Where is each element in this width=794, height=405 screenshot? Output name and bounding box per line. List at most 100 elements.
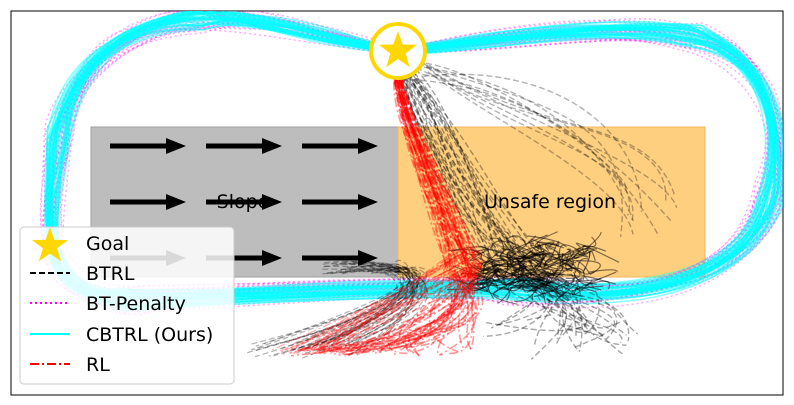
btrl-trajectory [469, 249, 489, 262]
btrl-trajectory [496, 288, 513, 304]
btpenalty-trajectory [51, 17, 779, 313]
btrl-trajectory [292, 268, 409, 351]
btrl-trajectory [545, 243, 564, 252]
btrl-trajectory [422, 61, 667, 201]
rl-trajectory [306, 251, 481, 352]
btpenalty-trajectory [49, 20, 781, 293]
btrl-trajectory [533, 278, 575, 298]
btpenalty-trajectory [43, 27, 773, 301]
btpenalty-trajectory [46, 13, 783, 305]
btrl-trajectory [400, 61, 627, 336]
cbtrl-trajectory [50, 17, 777, 308]
btrl-trajectory [529, 271, 560, 276]
btrl-trajectory [303, 266, 423, 355]
btrl-trajectory [525, 275, 554, 284]
slope-arrowhead [262, 250, 282, 266]
btrl-trajectory [255, 269, 411, 352]
cbtrl-trajectory [52, 16, 777, 307]
btrl-trajectory [547, 275, 596, 293]
legend-btpenalty-label: BT-Penalty [86, 293, 186, 315]
btrl-trajectory [401, 59, 615, 348]
btrl-trajectory [316, 267, 416, 346]
btpenalty-trajectory [44, 11, 782, 316]
slope-arrowhead [262, 138, 282, 154]
rl-trajectory [392, 81, 480, 352]
rl-trajectory [287, 250, 468, 352]
rl-trajectory [316, 74, 469, 350]
rl-trajectory [306, 254, 458, 352]
rl-trajectory [394, 76, 475, 350]
rl-trajectory [397, 82, 474, 355]
rl-trajectory [323, 79, 479, 352]
btrl-trajectory [556, 277, 583, 300]
btrl-trajectory [391, 63, 567, 360]
btrl-trajectory [541, 277, 561, 288]
rl-trajectory [322, 247, 463, 355]
rl-trajectory [378, 74, 483, 354]
btrl-trajectory [253, 268, 422, 351]
legend-rl-label: RL [86, 354, 110, 376]
btrl-trajectory [392, 64, 600, 335]
cbtrl-trajectory [45, 11, 783, 310]
btrl-trajectory [286, 261, 408, 352]
rl-trajectory [348, 82, 472, 355]
cbtrl-trajectory [46, 21, 767, 302]
cbtrl-trajectory [46, 18, 773, 295]
rl-trajectory [400, 80, 476, 354]
rl-trajectory [339, 76, 467, 352]
rl-trajectory [393, 81, 476, 351]
cbtrl-trajectory [46, 14, 777, 301]
rl-trajectory [401, 74, 481, 353]
btrl-trajectory [546, 245, 560, 258]
btrl-trajectory [555, 282, 569, 302]
btrl-trajectory [281, 259, 410, 349]
btrl-trajectory [567, 250, 575, 262]
cbtrl-trajectory [47, 11, 771, 296]
btrl-trajectory [293, 270, 419, 345]
btpenalty-trajectory [48, 18, 782, 315]
cbtrl-trajectory [48, 12, 770, 301]
btrl-trajectory [331, 267, 426, 352]
cbtrl-trajectory [54, 16, 775, 309]
btrl-trajectory [394, 58, 576, 326]
btrl-trajectory [422, 73, 673, 223]
cbtrl-trajectory [49, 18, 774, 299]
btrl-trajectory [541, 282, 567, 297]
btrl-trajectory [301, 267, 415, 359]
btrl-trajectory [540, 250, 575, 269]
btpenalty-trajectory [56, 11, 781, 316]
rl-trajectory [380, 79, 464, 350]
slope-label: Slope [217, 191, 270, 213]
btrl-trajectory [402, 64, 595, 333]
rl-trajectory [290, 251, 473, 352]
rl-trajectory [284, 273, 484, 351]
rl-trajectory [278, 261, 474, 353]
btrl-trajectory [575, 286, 581, 292]
btrl-trajectory [316, 264, 412, 347]
btrl-trajectory [565, 254, 573, 270]
rl-trajectory [323, 251, 465, 352]
rl-trajectory [349, 78, 476, 355]
unsafe-region-label: Unsafe region [484, 191, 616, 213]
btrl-trajectory [529, 256, 539, 268]
cbtrl-trajectory [47, 11, 776, 300]
btrl-trajectory [402, 54, 553, 321]
btpenalty-trajectory [60, 18, 783, 296]
btpenalty-trajectory [62, 19, 779, 309]
cbtrl-trajectory [47, 18, 779, 296]
rl-trajectory [295, 253, 477, 355]
btrl-trajectory [244, 268, 404, 355]
btrl-trajectory [527, 235, 567, 248]
btrl-trajectory [582, 236, 597, 248]
btrl-trajectory [418, 59, 678, 208]
goal-marker [369, 22, 427, 80]
slope-arrowhead [358, 250, 378, 266]
cbtrl-trajectory [50, 19, 773, 300]
rl-trajectory [306, 248, 463, 351]
btrl-trajectory [297, 268, 402, 352]
rl-trajectory [398, 79, 470, 353]
rl-trajectory [303, 79, 477, 352]
cbtrl-trajectory [48, 15, 783, 298]
btrl-trajectory [479, 245, 512, 257]
legend: Goal BTRL BT-Penalty CBTRL (Ours) RL [19, 226, 235, 385]
